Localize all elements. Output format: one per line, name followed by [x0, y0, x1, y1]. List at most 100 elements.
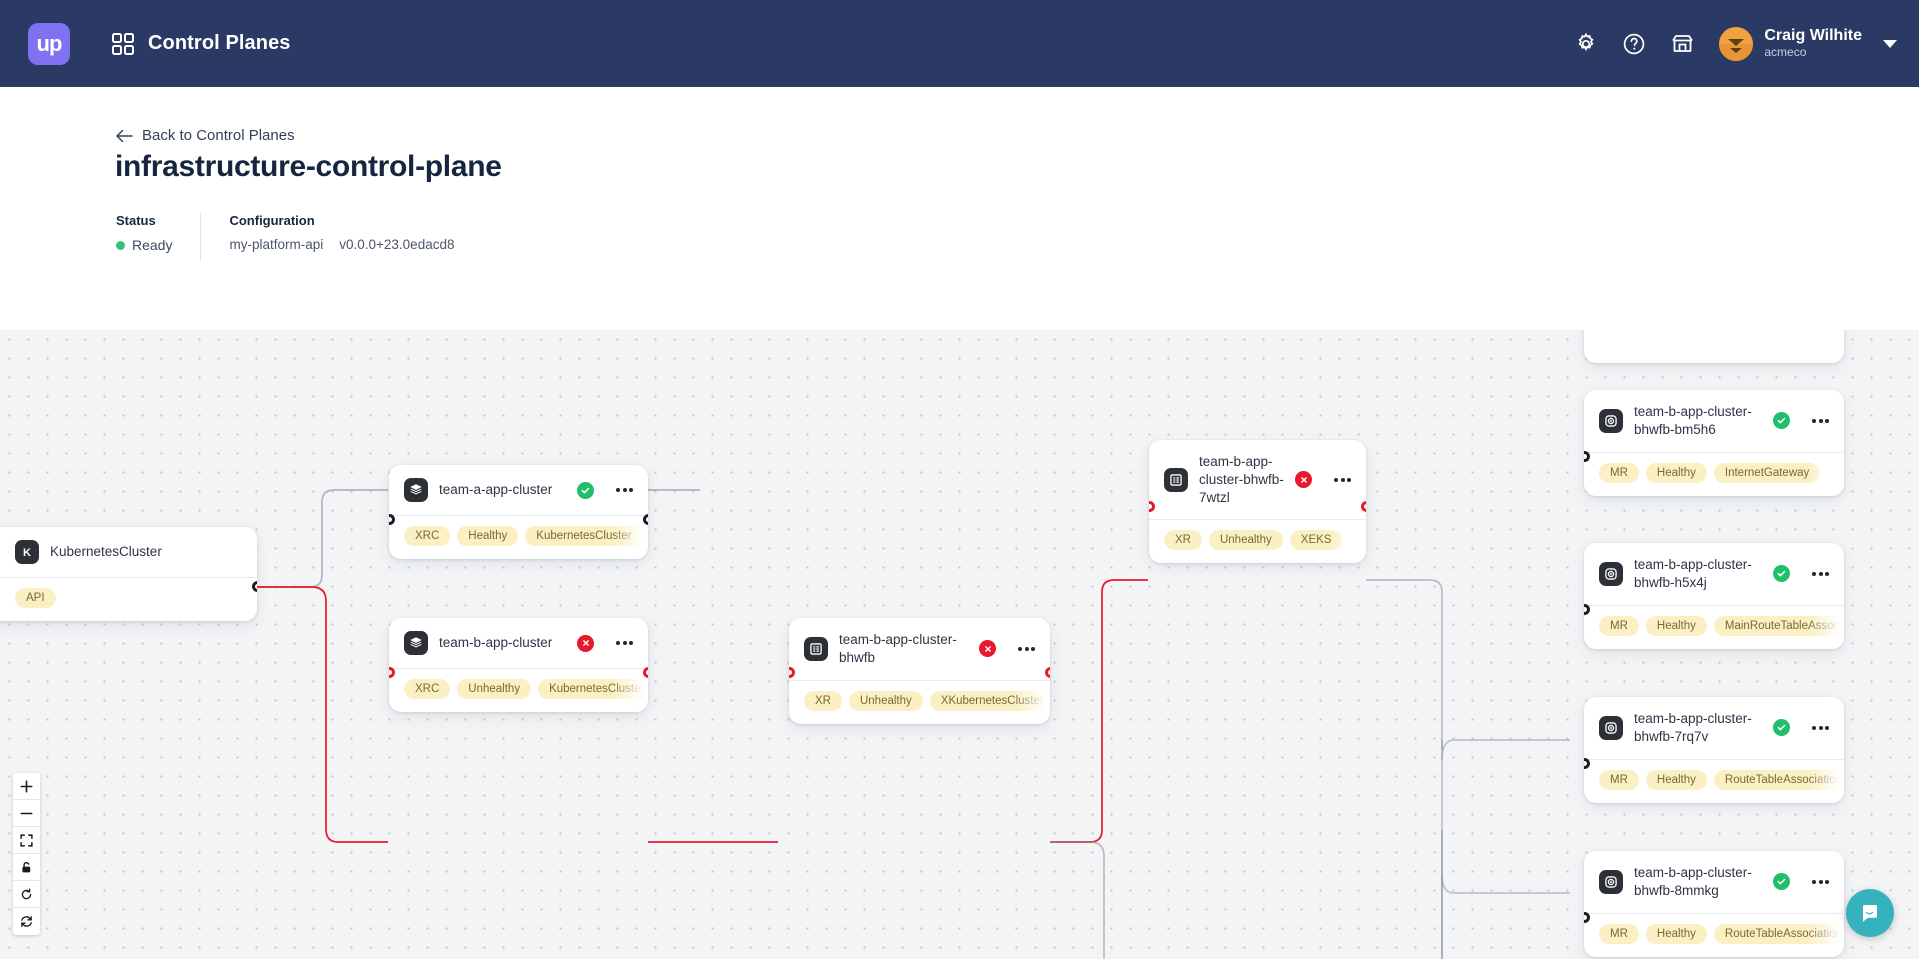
node-tag: XR [804, 690, 842, 711]
node-port-out[interactable] [642, 667, 648, 678]
graph-node-team-b-app-cluster-bhwfb-bm5h6[interactable]: team-b-app-cluster-bhwfb-bm5h6 MR Health… [1584, 390, 1844, 496]
node-title: team-b-app-cluster-bhwfb-8mmkg [1634, 865, 1752, 898]
node-header: team-a-app-cluster [389, 465, 648, 515]
status-unhealthy-icon [1295, 471, 1312, 489]
grid-menu-icon[interactable] [112, 32, 134, 55]
node-menu-button[interactable] [616, 641, 633, 645]
node-menu-button[interactable] [1812, 418, 1829, 423]
status-healthy-icon [1773, 719, 1790, 737]
sync-button[interactable] [13, 908, 40, 935]
marketplace-icon[interactable] [1670, 31, 1695, 56]
node-tag: MainRouteTableAssociation [1713, 615, 1844, 636]
node-tags: XRC Healthy KubernetesCluster [389, 515, 648, 559]
graph-node-team-a-app-cluster[interactable]: team-a-app-cluster XRC Healthy Kubernete… [389, 465, 648, 559]
divider [200, 213, 202, 261]
node-port-in[interactable] [1584, 912, 1590, 923]
status-unhealthy-icon [577, 634, 594, 652]
node-port-in[interactable] [1584, 451, 1590, 462]
graph-node-team-b-app-cluster-bhwfb-8mmkg[interactable]: team-b-app-cluster-bhwfb-8mmkg MR Health… [1584, 851, 1844, 957]
metadata-row: Status Ready Configuration my-platform-a… [116, 213, 454, 261]
node-menu-button[interactable] [1812, 571, 1829, 576]
fit-view-button[interactable] [13, 827, 40, 854]
graph-node-team-b-app-cluster-bhwfb-7wtzl[interactable]: team-b-app-cluster-bhwfb-7wtzl XR Unheal… [1149, 440, 1366, 564]
node-header: team-b-app-cluster-bhwfb-bm5h6 [1584, 390, 1844, 452]
graph-node-team-b-app-cluster-bhwfb-7rq7v[interactable]: team-b-app-cluster-bhwfb-7rq7v MR Health… [1584, 697, 1844, 803]
managed-resource-icon [1599, 869, 1623, 894]
node-menu-button[interactable] [1812, 879, 1829, 884]
node-port-out[interactable] [642, 514, 648, 525]
configuration-label: Configuration [229, 213, 315, 228]
status-healthy-icon [1773, 873, 1790, 891]
node-tag: MR [1599, 923, 1639, 944]
node-port-in[interactable] [389, 667, 395, 678]
layers-icon [404, 631, 428, 655]
graph-node-team-b-app-cluster-bhwfb[interactable]: team-b-app-cluster-bhwfb XR Unhealthy XK… [789, 618, 1050, 724]
managed-resource-icon [1599, 561, 1623, 586]
user-name-label: Craig Wilhite [1764, 27, 1862, 45]
node-title: team-b-app-cluster-bhwfb-bm5h6 [1634, 404, 1752, 437]
node-tag: Unhealthy [1208, 530, 1283, 551]
lock-button[interactable] [13, 854, 40, 881]
composite-icon [1164, 467, 1188, 492]
svg-text:K: K [23, 547, 31, 559]
page-header: Back to Control Planes infrastructure-co… [0, 87, 1919, 398]
node-port-in[interactable] [389, 514, 395, 525]
managed-resource-icon [1599, 408, 1623, 433]
reset-button[interactable] [13, 881, 40, 908]
node-tag: XEKS [1289, 530, 1343, 551]
gear-icon[interactable] [1574, 32, 1598, 56]
node-tags: XR Unhealthy XKubernetesCluster [789, 679, 1050, 724]
upbound-logo[interactable]: up [28, 22, 70, 65]
chat-widget-button[interactable] [1846, 889, 1894, 937]
k-logo-icon: K [15, 540, 39, 564]
chevron-down-icon[interactable] [1883, 39, 1897, 48]
node-menu-button[interactable] [616, 488, 633, 492]
lock-icon [22, 861, 31, 872]
node-tag: Healthy [1645, 769, 1707, 790]
node-port-in[interactable] [1149, 501, 1155, 512]
node-menu-button[interactable] [1018, 646, 1035, 651]
node-tags: MR Healthy InternetGateway [1584, 451, 1844, 496]
node-tag: Unhealthy [848, 690, 923, 711]
node-tag: MR [1599, 769, 1639, 790]
plus-icon [20, 780, 33, 792]
node-tags: XR Unhealthy XEKS [1149, 519, 1366, 564]
node-port-out[interactable] [1360, 501, 1366, 512]
avatar [1719, 26, 1754, 61]
back-to-control-planes-link[interactable]: Back to Control Planes [116, 127, 295, 144]
composite-icon [804, 636, 828, 661]
zoom-in-button[interactable] [13, 773, 40, 800]
node-tags [1584, 330, 1844, 347]
node-tags: XRC Unhealthy KubernetesCluster [389, 668, 648, 712]
graph-node-kubernetescluster[interactable]: K KubernetesCluster API [0, 527, 257, 621]
node-tags: MR Healthy RouteTableAssociation [1584, 758, 1844, 803]
node-tag: KubernetesCluster [538, 679, 648, 699]
help-icon[interactable] [1622, 32, 1646, 56]
node-title: team-b-app-cluster-bhwfb-h5x4j [1634, 557, 1752, 590]
graph-node-team-b-app-cluster[interactable]: team-b-app-cluster XRC Unhealthy Kuberne… [389, 618, 648, 712]
sync-icon [21, 916, 32, 927]
resource-graph-canvas[interactable]: K KubernetesCluster API team-a-app-clust… [0, 330, 1919, 959]
reset-icon [21, 888, 32, 899]
node-port-out[interactable] [1044, 667, 1050, 678]
node-port-in[interactable] [789, 667, 795, 678]
back-link-label: Back to Control Planes [142, 127, 295, 144]
user-org-label: acmeco [1764, 44, 1807, 59]
node-tag: API [15, 588, 56, 608]
node-header: team-b-app-cluster-bhwfb-7wtzl [1149, 440, 1366, 519]
user-menu[interactable]: Craig Wilhite acmeco [1719, 26, 1897, 61]
node-tag: Healthy [457, 526, 519, 546]
node-port-in[interactable] [1584, 604, 1590, 615]
graph-controls [13, 773, 40, 935]
graph-node-partial-top[interactable] [1584, 330, 1844, 363]
node-menu-button[interactable] [1812, 725, 1829, 730]
managed-resource-icon [1599, 715, 1623, 740]
node-port-in[interactable] [1584, 758, 1590, 769]
chat-icon [1863, 905, 1877, 922]
graph-node-team-b-app-cluster-bhwfb-h5x4j[interactable]: team-b-app-cluster-bhwfb-h5x4j MR Health… [1584, 543, 1844, 649]
node-menu-button[interactable] [1334, 477, 1351, 482]
node-title: team-b-app-cluster [439, 635, 553, 651]
node-tags: API [0, 577, 257, 621]
zoom-out-button[interactable] [13, 800, 40, 827]
node-port-out[interactable] [251, 581, 257, 592]
